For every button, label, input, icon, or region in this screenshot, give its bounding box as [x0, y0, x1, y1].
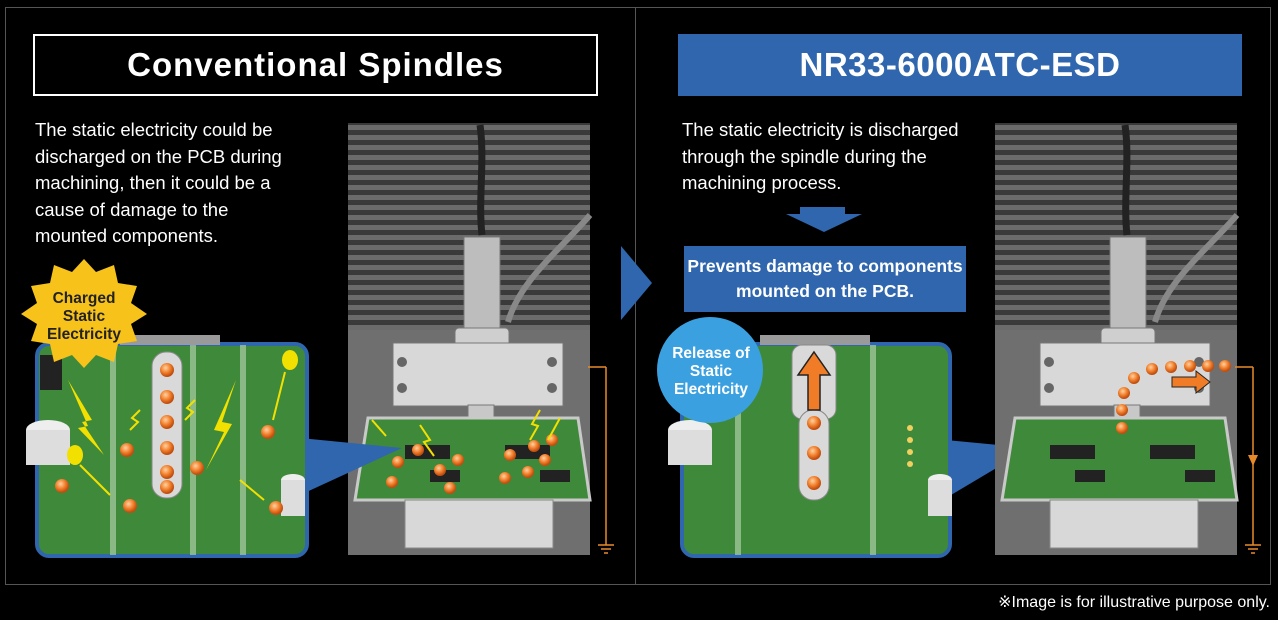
result-box: Prevents damage to components mounted on… [684, 246, 966, 312]
charged-static-badge-label: Charged Static Electricity [46, 290, 122, 343]
right-panel-title: NR33-6000ATC-ESD [678, 34, 1242, 96]
left-spindle-clamp [392, 342, 564, 407]
right-panel-description: The static electricity is discharged thr… [682, 119, 959, 193]
release-static-badge [657, 317, 763, 423]
left-machine-illustration [348, 123, 614, 555]
next-arrow-icon [621, 246, 652, 320]
left-air-hose [505, 213, 593, 323]
right-machine-illustration [995, 123, 1261, 555]
down-arrow-icon [786, 207, 862, 232]
left-spindle-body [463, 236, 501, 338]
left-panel-description: The static electricity could be discharg… [35, 119, 282, 246]
charged-static-badge [21, 259, 147, 368]
disclaimer-note: ※Image is for illustrative purpose only. [998, 594, 1270, 611]
release-static-badge-label: Release of Static Electricity [672, 345, 750, 398]
left-spindle-cable [476, 124, 486, 236]
left-panel-title: Conventional Spindles [33, 34, 598, 96]
diagram-frame [5, 7, 1271, 585]
up-arrow-icon [796, 350, 832, 411]
left-closeup-illustration [21, 259, 402, 558]
